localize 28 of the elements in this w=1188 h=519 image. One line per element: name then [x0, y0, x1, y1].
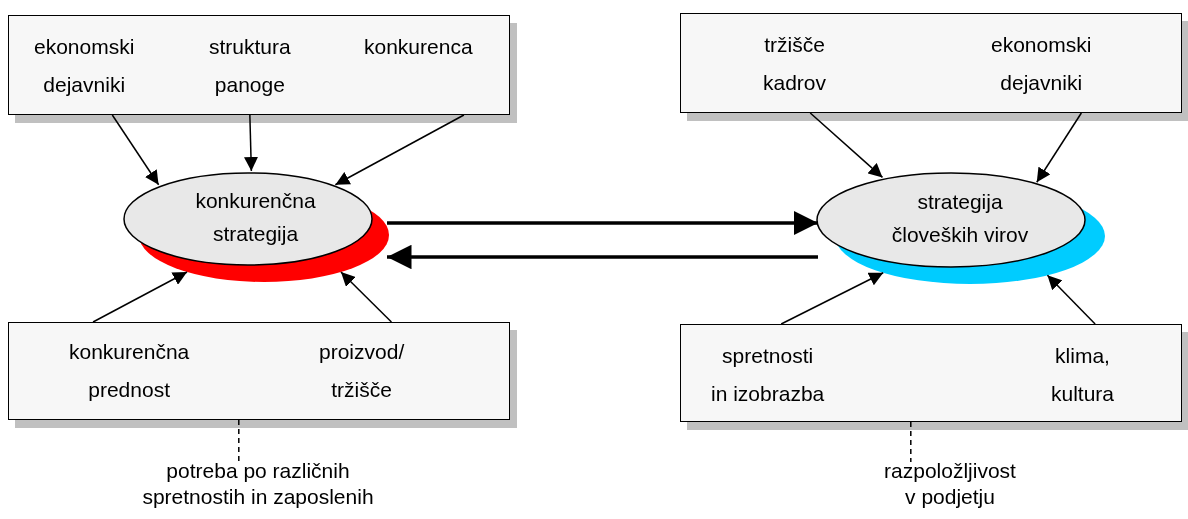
arrow [780, 272, 884, 325]
factor-label: struktura panoge [209, 28, 291, 104]
strategy-label: strategija človeških virov [891, 189, 1029, 248]
arrow [387, 244, 818, 270]
factor-label: tržišče kadrov [763, 26, 827, 102]
leader-line [238, 419, 240, 463]
note-text: razpoložljivost v podjetju [830, 458, 1070, 511]
leader-line [910, 421, 912, 463]
strategy-label: konkurenčna strategija [195, 188, 316, 247]
arrow [244, 114, 258, 172]
factor-label: spretnosti in izobrazba [711, 337, 825, 413]
arrow [1036, 112, 1083, 183]
factor-label: klima, kultura [1051, 337, 1115, 413]
factor-label: ekonomski dejavniki [991, 26, 1092, 102]
factor-label: konkurenca [364, 28, 473, 66]
factor-label: konkurenčna prednost [69, 333, 190, 409]
arrow [387, 210, 818, 236]
note-text: potreba po različnih spretnostih in zaposlenih [108, 458, 408, 511]
arrow [809, 112, 884, 179]
arrow [111, 114, 160, 186]
arrow [92, 271, 188, 323]
strategy-ellipse [122, 171, 389, 282]
arrow [1046, 274, 1096, 325]
strategy-ellipse [815, 171, 1105, 284]
arrow [334, 114, 465, 186]
arrow [340, 271, 393, 323]
factor-label: proizvod/ tržišče [319, 333, 405, 409]
factor-label: ekonomski dejavniki [34, 28, 135, 104]
